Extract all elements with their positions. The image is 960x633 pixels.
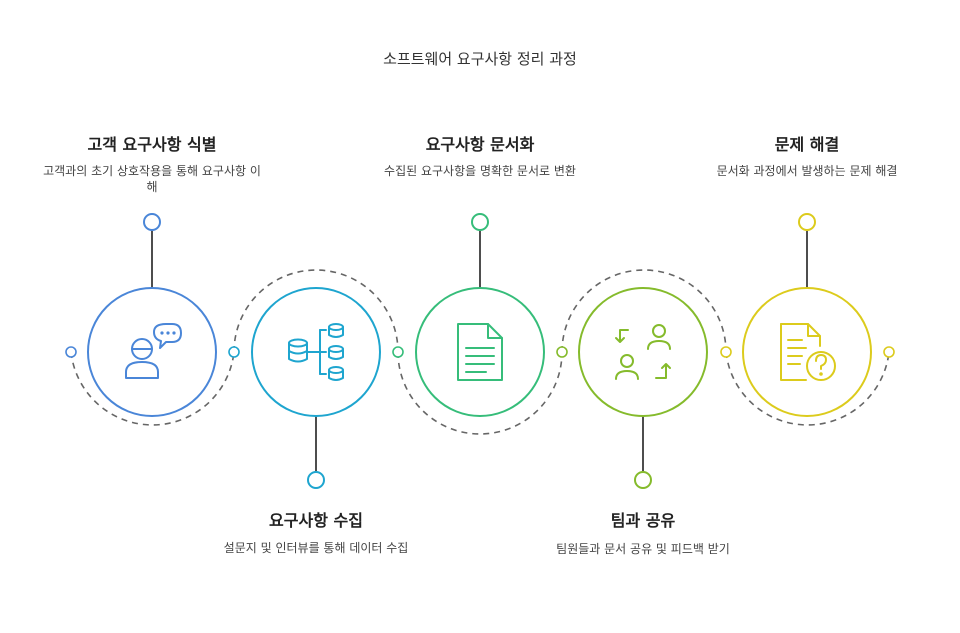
document-icon (457, 323, 503, 381)
step-desc-1: 고객과의 초기 상호작용을 통해 요구사항 이해 (43, 164, 261, 194)
end-dot-1 (143, 213, 161, 231)
junction-dot-4 (720, 346, 732, 358)
page-title: 소프트웨어 요구사항 정리 과정 (383, 50, 577, 68)
end-dot-3 (471, 213, 489, 231)
step-title-1: 고객 요구사항 식별 (87, 135, 217, 154)
step-circle-3 (415, 287, 545, 417)
dashed-arc-2 (233, 269, 399, 353)
junction-dot-start (65, 346, 77, 358)
junction-dot-end (883, 346, 895, 358)
step-desc-5: 문서화 과정에서 발생하는 문제 해결 (716, 164, 898, 178)
dashed-arc-3 (397, 351, 563, 435)
customer-chat-icon (125, 323, 182, 379)
database-collect-icon (288, 323, 344, 381)
junction-dots (65, 346, 895, 358)
dashed-connectors (70, 269, 890, 435)
dashed-arc-1 (70, 351, 235, 426)
document-question-icon (780, 323, 836, 381)
step-circle-4 (578, 287, 708, 417)
junction-dot-3 (556, 346, 568, 358)
junction-dot-2 (392, 346, 404, 358)
step-title-4: 팀과 공유 (610, 511, 676, 530)
step-circle-5 (742, 287, 872, 417)
step-desc-2: 설문지 및 인터뷰를 통해 데이터 수집 (223, 541, 409, 555)
end-dot-2 (307, 471, 325, 489)
vertical-connectors (151, 231, 808, 471)
junction-dot-1 (228, 346, 240, 358)
step-title-5: 문제 해결 (774, 135, 840, 154)
dashed-arc-4 (561, 269, 727, 353)
step-title-3: 요구사항 문서화 (425, 135, 535, 154)
dashed-arc-5 (725, 351, 890, 426)
end-dot-5 (798, 213, 816, 231)
step-desc-4: 팀원들과 문서 공유 및 피드백 받기 (556, 542, 730, 556)
step-desc-3: 수집된 요구사항을 명확한 문서로 변환 (384, 164, 576, 178)
connector-end-dots (143, 213, 816, 489)
end-dot-4 (634, 471, 652, 489)
share-users-icon (615, 324, 671, 380)
step-title-2: 요구사항 수집 (269, 511, 363, 530)
